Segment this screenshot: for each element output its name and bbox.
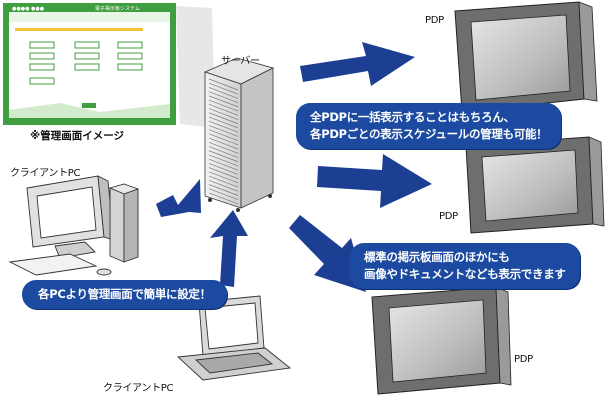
server-rack-icon: [203, 57, 275, 212]
content-callout-line-2: 画像やドキュメントなども表示できます: [364, 267, 566, 281]
pdp-label-3: PDP: [514, 354, 533, 365]
client-pc-label-bottom: クライアントPC: [103, 383, 174, 394]
content-callout: 標準の掲示板画面のほかにも 画像やドキュメントなども表示できます: [350, 243, 580, 289]
admin-screen-thumbnail-icon: ●●●● ●●● 電子掲示板システム: [3, 3, 215, 128]
client-pc-label-top: クライアントPC: [10, 168, 81, 179]
arrow-server-to-pdp2: [317, 154, 432, 208]
setup-callout: 各PCより管理画面で簡単に設定！: [22, 280, 227, 309]
schedule-callout: 全PDPに一括表示することはもちろん、 各PDPごとの表示スケジュールの管理も可…: [296, 103, 562, 149]
pdp-label-2: PDP: [439, 211, 458, 222]
desktop-pc-icon: [8, 175, 140, 276]
plasma-display-icon-1: [454, 1, 598, 113]
arrow-server-to-pdp3: [289, 215, 366, 292]
arrow-laptop-to-server: [210, 210, 248, 287]
server-label: サーバー: [221, 56, 260, 67]
arrow-pc-to-server: [156, 179, 201, 217]
schedule-callout-line-2: 各PDPごとの表示スケジュールの管理も可能！: [310, 127, 548, 141]
pdp-label-1: PDP: [425, 15, 444, 26]
arrow-server-to-pdp1: [300, 42, 415, 86]
laptop-pc-icon: [176, 295, 292, 381]
svg-text:●●●● ●●●: ●●●● ●●●: [12, 6, 45, 12]
content-callout-line-1: 標準の掲示板画面のほかにも: [364, 250, 510, 264]
plasma-display-icon-3: [371, 286, 512, 395]
admin-header-title: 電子掲示板システム: [95, 5, 140, 12]
schedule-callout-line-1: 全PDPに一括表示することはもちろん、: [310, 110, 515, 124]
screen-caption: ※管理画面イメージ: [30, 130, 124, 142]
setup-callout-line-1: 各PCより管理画面で簡単に設定！: [38, 287, 211, 301]
plasma-display-icon-2: [465, 136, 605, 234]
